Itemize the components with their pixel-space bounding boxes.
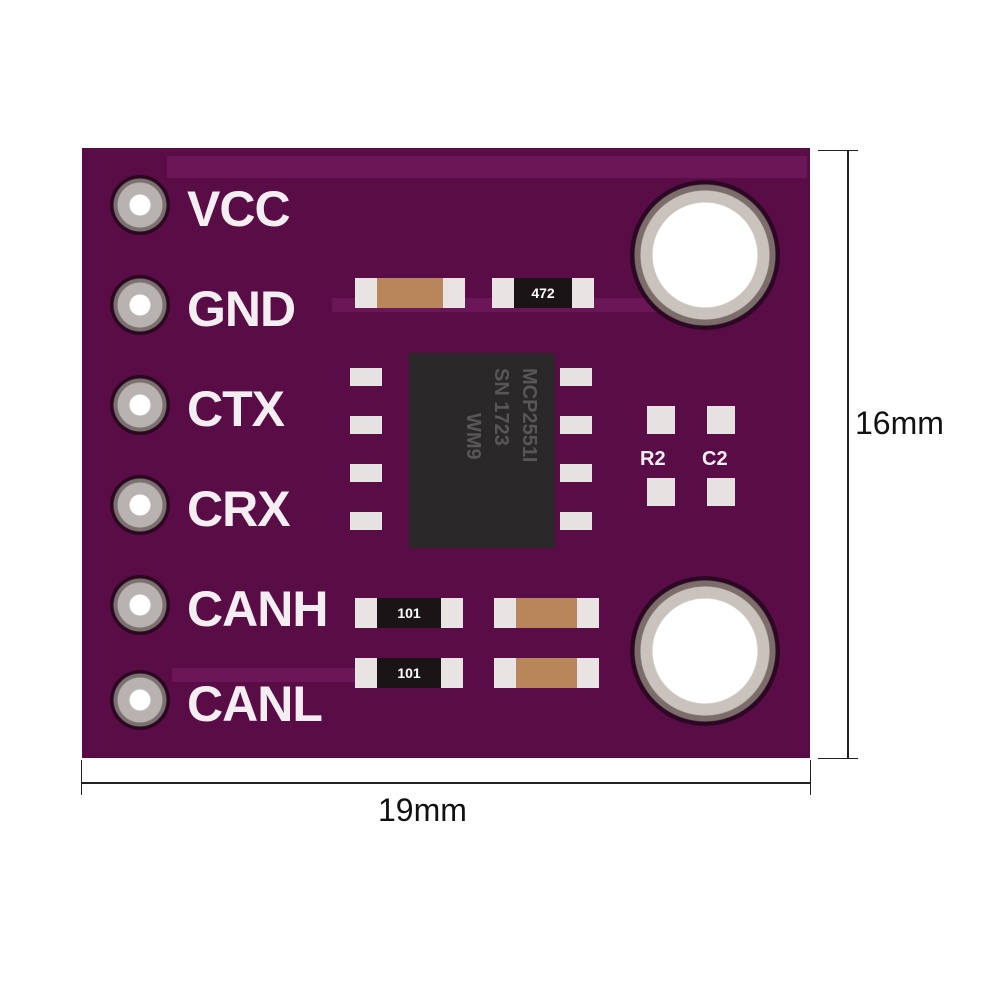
pin-label-ctx: CTX (187, 381, 285, 437)
mounting-hole (630, 576, 780, 726)
pin-hole-gnd (110, 275, 170, 335)
height-label: 16mm (855, 405, 944, 441)
height-dimension-line (847, 150, 849, 758)
resistor-472: 472 (492, 278, 594, 308)
capacitor (494, 598, 599, 628)
width-dimension-line (82, 782, 810, 784)
pin-label-gnd: GND (187, 281, 296, 337)
resistor-101: 101 (355, 598, 463, 628)
pin-label-canh: CANH (187, 581, 328, 637)
width-label: 19mm (378, 792, 467, 828)
pin-hole-crx (110, 475, 170, 535)
pin-label-vcc: VCC (187, 181, 291, 237)
pin-label-canl: CANL (187, 676, 323, 732)
trace (167, 156, 807, 178)
chip-marking: SN 1723 (490, 368, 512, 446)
chip-marking: WM9 (462, 413, 484, 460)
mcp2551-chip: MCP2551I SN 1723 WM9 (409, 353, 555, 548)
pcb-board: VCC GND CTX CRX CANH CANL 472 101 101 MC… (82, 148, 810, 758)
pin-hole-ctx (110, 375, 170, 435)
chip-marking: MCP2551I (518, 368, 540, 463)
silkscreen-r2: R2 (640, 448, 666, 470)
resistor-101: 101 (355, 658, 463, 688)
silkscreen-c2: C2 (702, 448, 728, 470)
trace (172, 668, 402, 682)
pin-label-crx: CRX (187, 481, 291, 537)
mounting-hole (630, 180, 780, 330)
capacitor (494, 658, 599, 688)
pin-hole-vcc (110, 175, 170, 235)
pin-hole-canl (110, 670, 170, 730)
pin-hole-canh (110, 575, 170, 635)
capacitor (355, 278, 465, 308)
